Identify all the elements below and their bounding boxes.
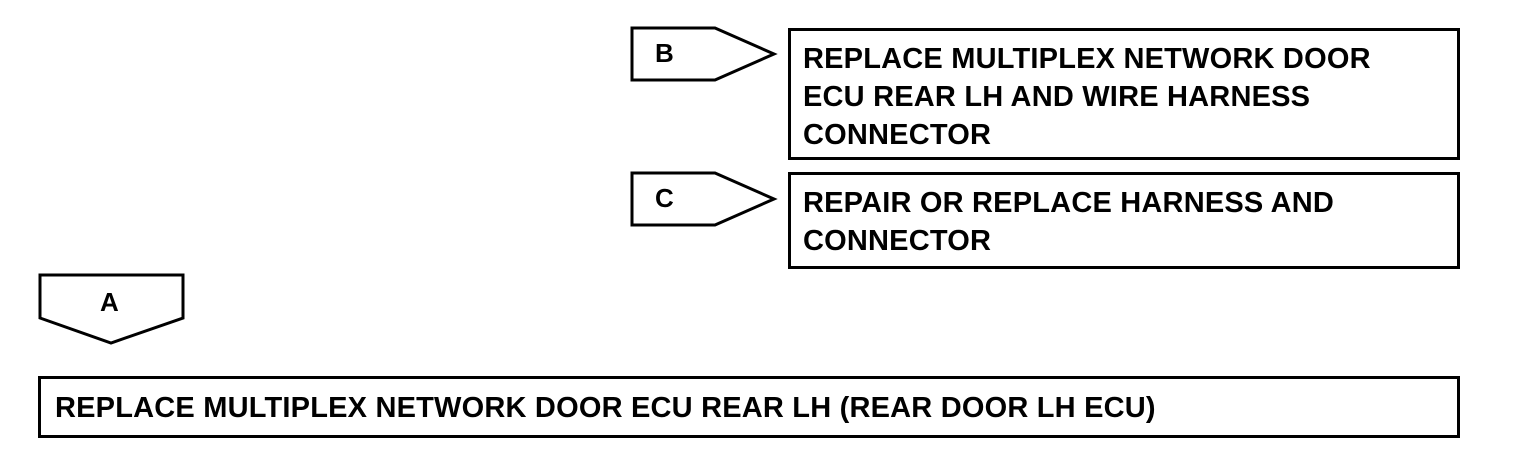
branch-c-action-line: CONNECTOR xyxy=(803,225,992,257)
branch-b-action-box: REPLACE MULTIPLEX NETWORK DOOR ECU REAR … xyxy=(788,28,1460,160)
branch-b-action-line: ECU REAR LH AND WIRE HARNESS xyxy=(803,81,1311,113)
branch-c-label: C xyxy=(655,183,674,213)
branch-b-arrow xyxy=(630,26,778,82)
branch-a-arrow xyxy=(38,273,185,345)
branch-c-arrow xyxy=(630,171,778,227)
branch-a-action-box: REPLACE MULTIPLEX NETWORK DOOR ECU REAR … xyxy=(38,376,1460,438)
branch-a-action-text: REPLACE MULTIPLEX NETWORK DOOR ECU REAR … xyxy=(55,392,1156,424)
branch-b-action-line: REPLACE MULTIPLEX NETWORK DOOR xyxy=(803,43,1371,75)
branch-b-action-line: CONNECTOR xyxy=(803,119,992,151)
branch-b-label: B xyxy=(655,38,674,68)
branch-c-action-box: REPAIR OR REPLACE HARNESS AND CONNECTOR xyxy=(788,172,1460,269)
branch-c-action-line: REPAIR OR REPLACE HARNESS AND xyxy=(803,187,1335,219)
branch-a-label: A xyxy=(100,287,119,317)
